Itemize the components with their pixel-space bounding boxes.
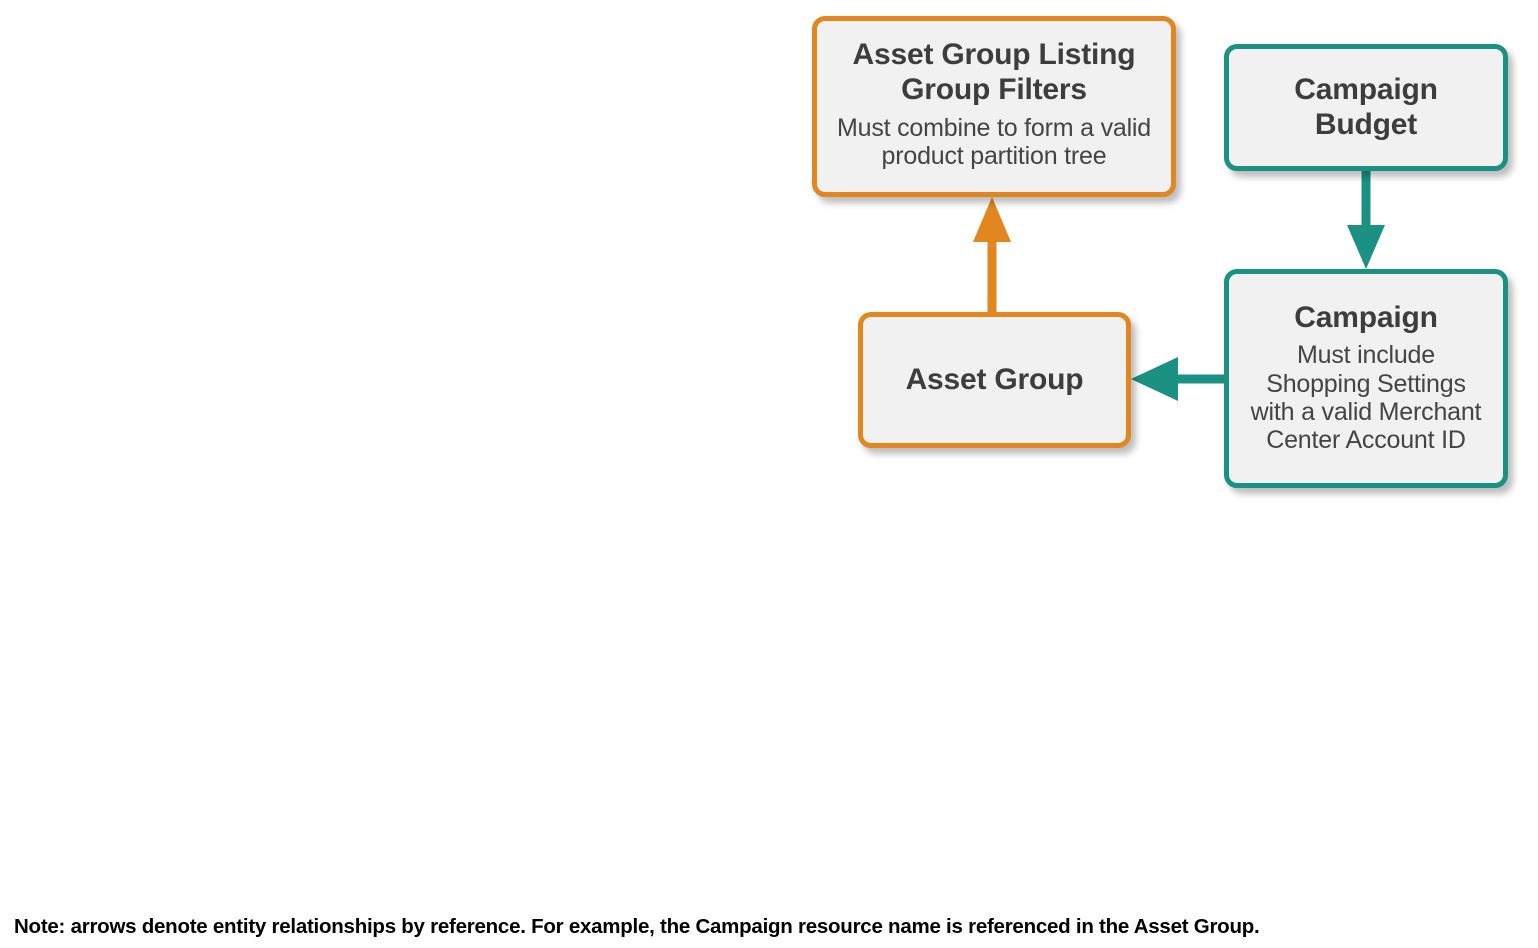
node-description-asset-group-listing-group-filters: Must combine to form a valid product par…	[837, 114, 1151, 171]
edge-asset-group-to-listing-group-filters	[973, 197, 1011, 312]
node-title-asset-group: Asset Group	[905, 362, 1084, 396]
edge-campaign-budget-to-campaign	[1347, 171, 1385, 269]
arrowhead-left-teal	[1131, 357, 1178, 401]
edge-campaign-to-asset-group	[1131, 357, 1224, 401]
diagram-footnote: Note: arrows denote entity relationships…	[14, 915, 1260, 938]
node-title-campaign-budget: Campaign Budget	[1294, 72, 1438, 141]
node-campaign-budget[interactable]: Campaign Budget	[1224, 44, 1508, 171]
node-campaign[interactable]: Campaign Must include Shopping Settings …	[1224, 269, 1508, 488]
node-description-campaign: Must include Shopping Settings with a va…	[1250, 341, 1482, 455]
node-asset-group[interactable]: Asset Group	[858, 312, 1131, 448]
node-asset-group-listing-group-filters[interactable]: Asset Group Listing Group Filters Must c…	[812, 16, 1176, 197]
arrowhead-up-orange	[973, 197, 1011, 242]
arrowhead-down-teal	[1347, 225, 1385, 269]
node-title-campaign: Campaign	[1294, 300, 1438, 334]
node-title-asset-group-listing-group-filters: Asset Group Listing Group Filters	[852, 38, 1136, 107]
